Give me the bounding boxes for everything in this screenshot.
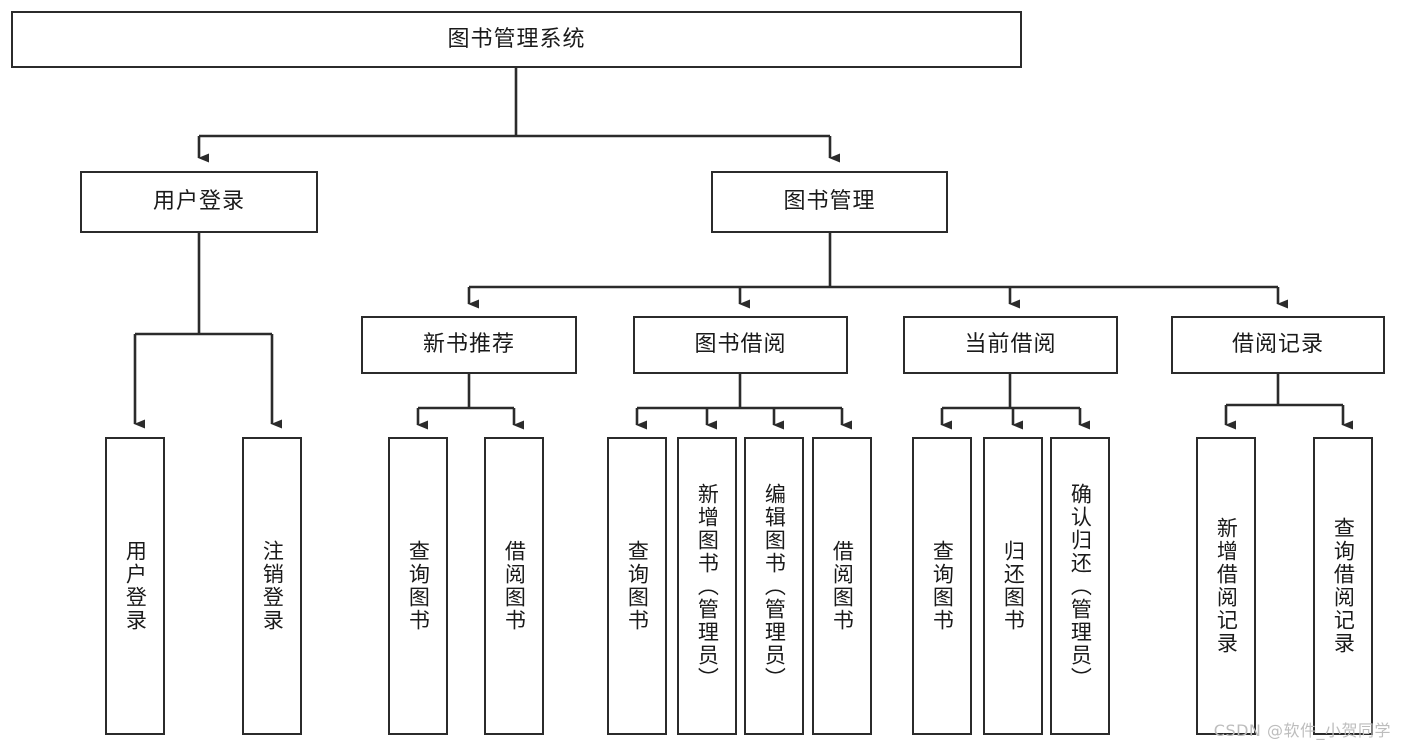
node-leaf-query-book-1-label: 查询图书 <box>406 540 431 632</box>
node-borrow-record-label: 借阅记录 <box>1231 332 1324 358</box>
node-user-login-label: 用户登录 <box>152 189 245 215</box>
node-root[interactable]: 图书管理系统 <box>11 11 1022 68</box>
node-book-manage-label: 图书管理 <box>783 189 876 215</box>
node-leaf-return-book-label: 归还图书 <box>1001 540 1026 632</box>
node-leaf-confirm-return[interactable]: 确认归还（管理员） <box>1050 437 1110 735</box>
node-leaf-borrow-book-2[interactable]: 借阅图书 <box>812 437 872 735</box>
watermark: CSDN @软件_小贺同学 <box>1213 721 1391 740</box>
node-leaf-query-book-3-label: 查询图书 <box>930 540 955 632</box>
node-leaf-query-book-2[interactable]: 查询图书 <box>607 437 667 735</box>
node-leaf-query-record[interactable]: 查询借阅记录 <box>1313 437 1373 735</box>
node-user-login[interactable]: 用户登录 <box>80 171 318 233</box>
node-book-manage[interactable]: 图书管理 <box>711 171 948 233</box>
node-leaf-add-record-label: 新增借阅记录 <box>1214 517 1239 655</box>
node-book-borrow[interactable]: 图书借阅 <box>633 316 848 374</box>
node-leaf-borrow-book-2-label: 借阅图书 <box>830 540 855 632</box>
node-leaf-query-book-2-label: 查询图书 <box>625 540 650 632</box>
node-new-book-rec[interactable]: 新书推荐 <box>361 316 577 374</box>
node-leaf-add-record[interactable]: 新增借阅记录 <box>1196 437 1256 735</box>
node-leaf-return-book[interactable]: 归还图书 <box>983 437 1043 735</box>
node-root-label: 图书管理系统 <box>447 26 586 52</box>
node-leaf-add-book-label: 新增图书（管理员） <box>695 482 720 690</box>
node-leaf-user-logout[interactable]: 注销登录 <box>242 437 302 735</box>
node-leaf-user-logout-label: 注销登录 <box>260 540 285 632</box>
node-leaf-query-record-label: 查询借阅记录 <box>1331 517 1356 655</box>
node-current-borrow-label: 当前借阅 <box>964 332 1057 358</box>
node-leaf-query-book-1[interactable]: 查询图书 <box>388 437 448 735</box>
node-leaf-confirm-return-label: 确认归还（管理员） <box>1068 482 1093 690</box>
node-leaf-edit-book[interactable]: 编辑图书（管理员） <box>744 437 804 735</box>
node-current-borrow[interactable]: 当前借阅 <box>903 316 1118 374</box>
node-book-borrow-label: 图书借阅 <box>694 332 787 358</box>
node-leaf-borrow-book-1[interactable]: 借阅图书 <box>484 437 544 735</box>
node-leaf-borrow-book-1-label: 借阅图书 <box>502 540 527 632</box>
node-borrow-record[interactable]: 借阅记录 <box>1171 316 1385 374</box>
node-leaf-user-login-label: 用户登录 <box>123 540 148 632</box>
node-leaf-query-book-3[interactable]: 查询图书 <box>912 437 972 735</box>
node-new-book-rec-label: 新书推荐 <box>422 332 515 358</box>
node-leaf-user-login[interactable]: 用户登录 <box>105 437 165 735</box>
node-leaf-edit-book-label: 编辑图书（管理员） <box>762 482 787 690</box>
node-leaf-add-book[interactable]: 新增图书（管理员） <box>677 437 737 735</box>
